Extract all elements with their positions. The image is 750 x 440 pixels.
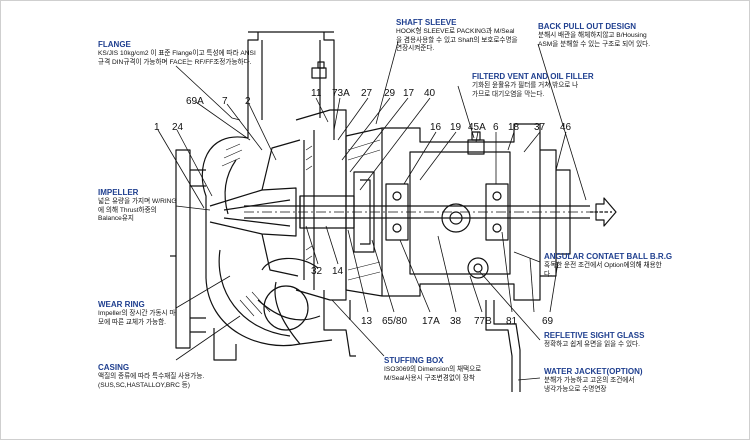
note-water-jacket-text: 분해가 가능하고 고온의 조건에서 냉각가능으로 수명연장 — [544, 377, 635, 393]
impeller-shape — [209, 139, 301, 277]
note-sight-glass-text: 정확하고 쉽게 유면을 읽을 수 있다. — [544, 341, 640, 348]
note-flange: FLANGE KS/JIS 10kg/cm2 이 표준 Flange이고 특성에… — [98, 40, 258, 67]
note-casing-text: 액질의 종류에 따라 특수재질 사용가능. (SUS,SC,HASTALLOY,… — [98, 373, 205, 389]
part-number-17: 17 — [403, 88, 415, 99]
part-number-16: 16 — [430, 122, 442, 133]
note-stuffing-box-title: STUFFING BOX — [384, 356, 444, 365]
note-water-jacket-title: WATER JACKET(OPTION) — [544, 367, 643, 376]
part-number-17a: 17A — [422, 316, 440, 327]
part-number-65-80: 65/80 — [382, 316, 407, 327]
part-number-13: 13 — [361, 316, 373, 327]
shaft — [244, 205, 608, 219]
note-sight-glass-title: REFLETIVE SIGHT GLASS — [544, 331, 645, 340]
note-angular-bearing-text: 혹독한 운전 조건에서 Option에의해 채용한다. — [544, 262, 662, 278]
part-number-38: 38 — [450, 316, 462, 327]
part-number-77b: 77B — [474, 316, 492, 327]
note-wear-ring-text: Impeller의 장시간 가동시 마모에 따른 교체가 가능함. — [98, 310, 176, 326]
note-stuffing-box-text: ISO3069의 Dimension의 채택으로 M/Seal사용시 구조변경없… — [384, 366, 482, 382]
note-impeller-title: IMPELLER — [98, 188, 139, 197]
part-number-69a: 69A — [186, 96, 204, 107]
part-number-29: 29 — [384, 88, 396, 99]
part-number-37: 37 — [534, 122, 546, 133]
part-number-19: 19 — [450, 122, 462, 133]
note-shaft-sleeve-text: HOOK형 SLEEVE로 PACKING과 M/Seal을 겸용사용할 수 있… — [396, 28, 518, 53]
part-number-6: 6 — [493, 122, 499, 133]
suction-flange — [170, 149, 206, 349]
water-jacket-pipe — [485, 300, 521, 392]
bearing-housing — [345, 123, 571, 301]
note-sight-glass: REFLETIVE SIGHT GLASS 정확하고 쉽게 유면을 읽을 수 있… — [544, 331, 664, 350]
note-wear-ring: WEAR RING Impeller의 장시간 가동시 마모에 따른 교체가 가… — [98, 300, 178, 327]
part-number-11: 11 — [311, 88, 322, 99]
note-casing: CASING 액질의 종류에 따라 특수재질 사용가능. (SUS,SC,HAS… — [98, 363, 216, 390]
note-wear-ring-title: WEAR RING — [98, 300, 145, 309]
part-number-24: 24 — [172, 122, 184, 133]
discharge-nozzle — [247, 31, 335, 140]
part-number-1: 1 — [154, 122, 160, 133]
part-number-32: 32 — [311, 266, 323, 277]
note-impeller-text: 넓은 유량을 가지며 W/RING에 의해 Thrust하중의 Balance유… — [98, 198, 177, 223]
note-casing-title: CASING — [98, 363, 130, 372]
note-filtered-vent-title: FILTERD VENT AND OIL FILLER — [472, 72, 594, 81]
part-number-labels: 69A 7 2 1 24 11 73A 27 29 17 40 16 19 45… — [154, 88, 572, 327]
part-number-81: 81 — [506, 316, 518, 327]
part-number-73a: 73A — [332, 88, 350, 99]
note-filtered-vent-text: 기화된 윤활유가 필터를 거쳐 밖으로 나가므로 대기오염을 막는다. — [472, 82, 579, 98]
part-number-7: 7 — [222, 96, 228, 107]
part-number-45a: 45A — [468, 122, 486, 133]
note-shaft-sleeve: SHAFT SLEEVE HOOK형 SLEEVE로 PACKING과 M/Se… — [396, 18, 520, 54]
base-support — [213, 290, 356, 361]
note-stuffing-box: STUFFING BOX ISO3069의 Dimension의 채택으로 M/… — [384, 356, 496, 383]
note-angular-bearing: ANGULAR CONTAET BALL B.R.G 혹독한 운전 조건에서 O… — [544, 252, 673, 279]
note-back-pull-out-text: 분해시 배관을 해체하지않고 B/Housing ASM을 분해할 수 있는 구… — [538, 32, 651, 48]
back-pull-out-arrow — [590, 197, 617, 227]
note-flange-text: KS/JIS 10kg/cm2 이 표준 Flange이고 특성에 따라 ANS… — [98, 50, 256, 66]
sight-glass — [441, 203, 489, 279]
part-number-27: 27 — [361, 88, 373, 99]
note-flange-title: FLANGE — [98, 40, 131, 49]
part-number-18: 18 — [508, 122, 520, 133]
volute-casing — [201, 136, 333, 347]
part-number-40: 40 — [424, 88, 436, 99]
note-water-jacket: WATER JACKET(OPTION) 분해가 가능하고 고온의 조건에서 냉… — [544, 367, 643, 394]
note-back-pull-out-title: BACK PULL OUT DESIGN — [538, 22, 637, 31]
part-number-14: 14 — [332, 266, 344, 277]
leader-lines — [157, 41, 587, 381]
note-angular-bearing-title: ANGULAR CONTAET BALL B.R.G — [544, 252, 673, 261]
part-number-46: 46 — [560, 122, 572, 133]
note-impeller: IMPELLER 넓은 유량을 가지며 W/RING에 의해 Thrust하중의… — [98, 188, 180, 224]
part-number-69: 69 — [542, 316, 554, 327]
note-filtered-vent: FILTERD VENT AND OIL FILLER 기화된 윤활유가 필터를… — [472, 72, 594, 99]
note-shaft-sleeve-title: SHAFT SLEEVE — [396, 18, 457, 27]
part-number-2: 2 — [245, 96, 251, 107]
note-back-pull-out: BACK PULL OUT DESIGN 분해시 배관을 해체하지않고 B/Ho… — [538, 22, 662, 49]
